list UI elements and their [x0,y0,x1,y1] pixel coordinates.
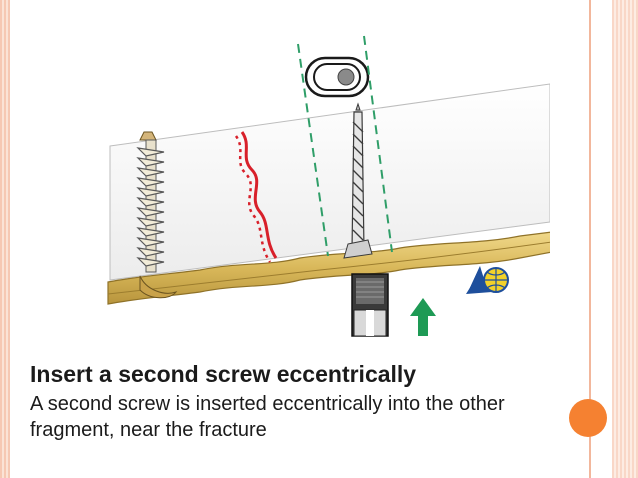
left-decorative-stripe [0,0,10,478]
bone-shaft [109,83,550,281]
right-decorative-stripe [612,0,638,478]
plate-hole-icon [304,56,370,98]
eccentric-screw-illustration [107,35,550,337]
fracture-line [240,131,278,259]
fracture-line-dotted [234,135,272,263]
right-divider-line [589,0,591,478]
drill-bit-icon [343,102,373,259]
slide-title: Insert a second screw eccentrically [30,361,417,387]
slide-body-text: A second screw is inserted eccentrically… [30,393,505,441]
screw-icon [136,131,178,299]
bone-plate [107,231,550,305]
arrow-up-icon [410,298,436,336]
slide-text-block: Insert a second screw eccentrically A se… [30,360,570,443]
drill-guide-line-right [363,35,393,253]
accent-dot [569,399,607,437]
drill-guide-line-left [297,43,329,257]
ao-logo-icon [466,266,509,294]
drill-sleeve-icon [351,273,389,337]
